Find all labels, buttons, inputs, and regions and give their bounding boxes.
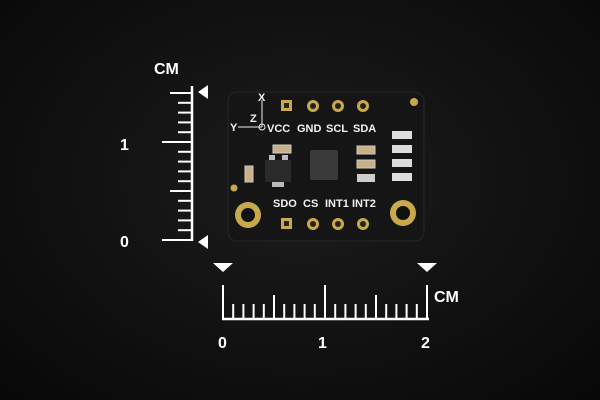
pin-label-scl: SCL bbox=[326, 123, 348, 135]
sensor-chip bbox=[310, 150, 338, 180]
vertical-ruler: CM 0 1 bbox=[120, 61, 208, 251]
horizontal-ruler-label-1: 1 bbox=[318, 335, 327, 352]
axis-x-label: X bbox=[258, 92, 266, 104]
pin-label-sda: SDA bbox=[353, 123, 376, 135]
pin-label-gnd: GND bbox=[297, 123, 322, 135]
bottom-marker-triangle bbox=[198, 235, 208, 249]
pin-label-int2: INT2 bbox=[352, 198, 376, 210]
left-marker-triangle bbox=[213, 263, 233, 272]
pin-label-cs: CS bbox=[303, 198, 318, 210]
horizontal-ruler-label-0: 0 bbox=[218, 335, 227, 352]
pin-label-sdo: SDO bbox=[273, 198, 297, 210]
right-marker-triangle bbox=[417, 263, 437, 272]
top-marker-triangle bbox=[198, 85, 208, 99]
pin-label-int1: INT1 bbox=[325, 198, 349, 210]
regulator-chip bbox=[265, 160, 291, 182]
vertical-ruler-label-1: 1 bbox=[120, 137, 129, 154]
axis-z-label: Z bbox=[250, 113, 257, 125]
vertical-ruler-unit: CM bbox=[154, 61, 179, 78]
sensor-board: X Z Y VCC GND SCL SDA SDO CS INT1 INT2 bbox=[227, 91, 425, 242]
horizontal-ruler: CM 0 1 2 bbox=[213, 263, 459, 352]
horizontal-ruler-label-2: 2 bbox=[421, 335, 430, 352]
horizontal-ruler-unit: CM bbox=[434, 289, 459, 306]
vertical-ruler-label-0: 0 bbox=[120, 234, 129, 251]
pin-label-vcc: VCC bbox=[267, 123, 290, 135]
axis-y-label: Y bbox=[230, 122, 238, 134]
